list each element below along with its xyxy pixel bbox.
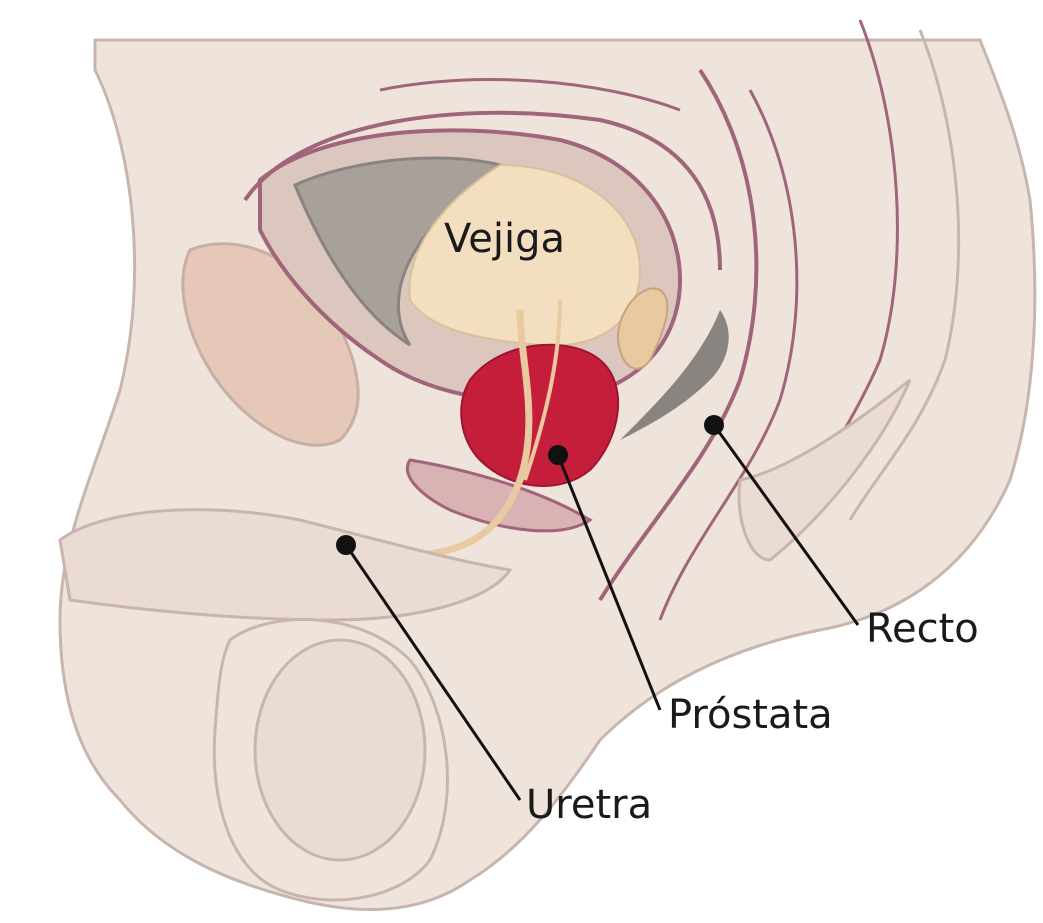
bladder-label: Vejiga [444,216,565,262]
prostate-label: Próstata [668,692,833,738]
prostate-gland [461,345,618,486]
rectum-marker-dot [704,415,724,435]
prostate-marker-dot [548,445,568,465]
testis [255,640,425,860]
urethra-marker-dot [336,535,356,555]
urethra-label: Uretra [526,782,652,828]
rectum-label: Recto [866,606,979,652]
